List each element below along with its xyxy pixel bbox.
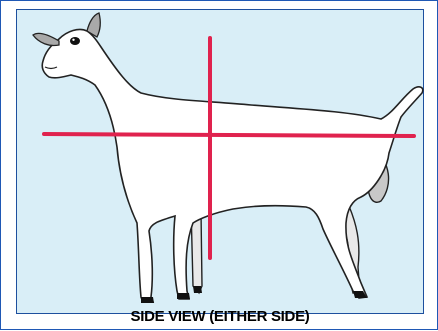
goat-hoof (177, 293, 190, 299)
goat-body (42, 29, 423, 302)
horizontal-measure-line (44, 134, 414, 136)
goat-hoof (193, 286, 202, 293)
goat-hoof (141, 297, 154, 303)
goat-eye (70, 37, 80, 45)
view-caption: SIDE VIEW (EITHER SIDE) (1, 307, 438, 327)
goat-ear (33, 33, 59, 45)
